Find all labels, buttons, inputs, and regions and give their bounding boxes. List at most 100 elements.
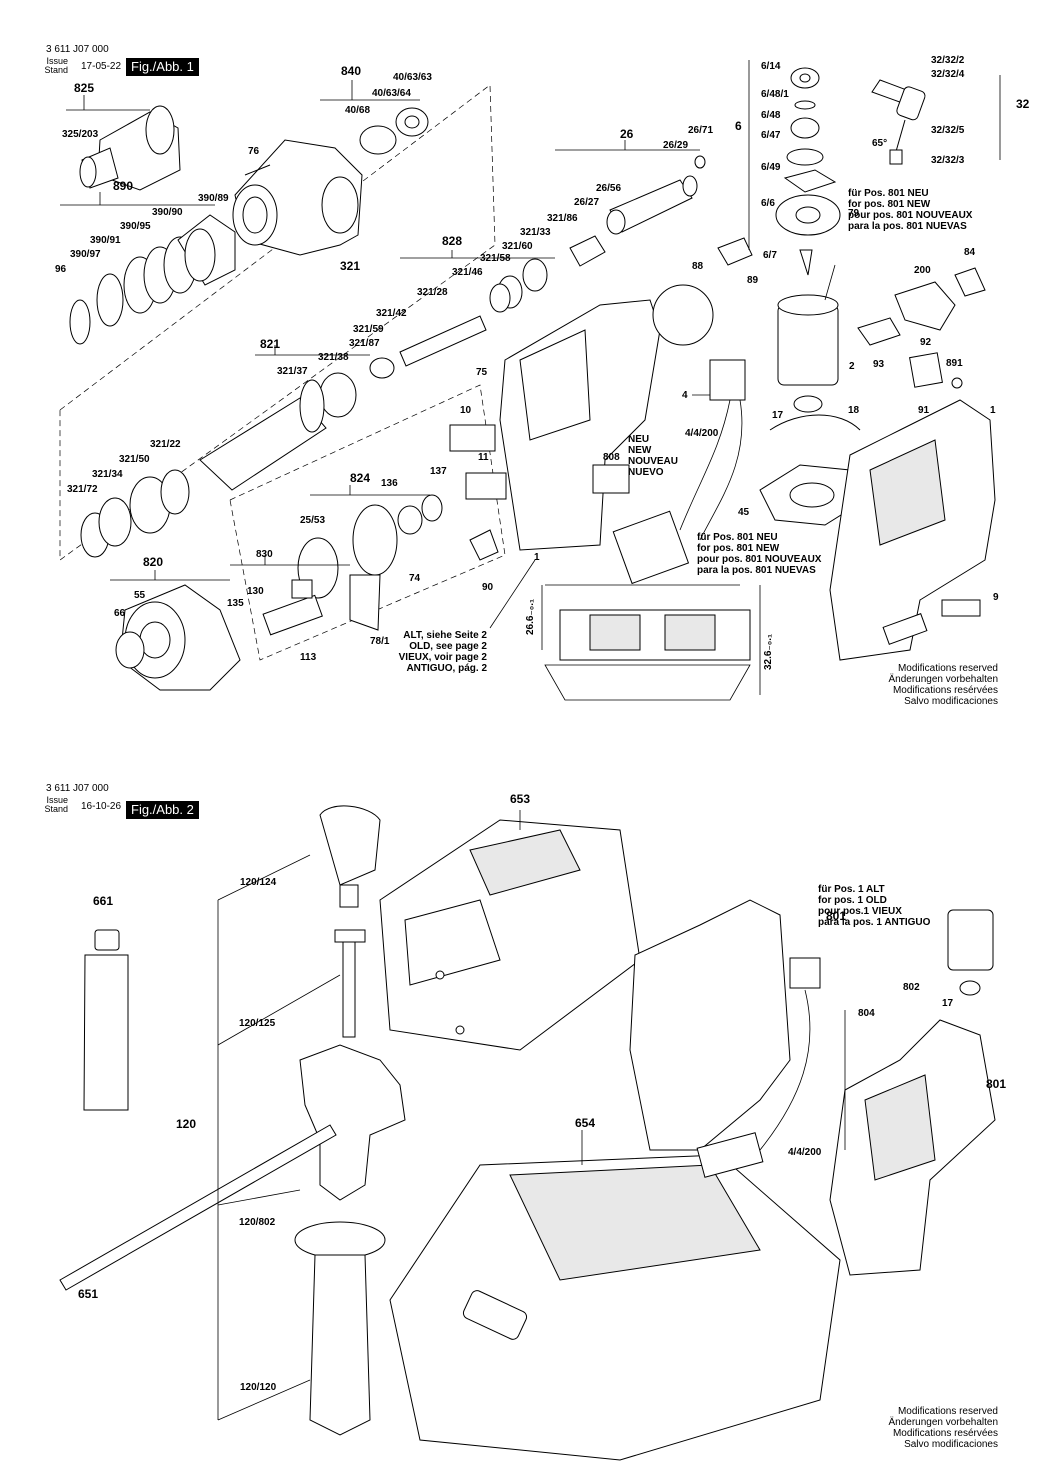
note-line: NEW	[628, 445, 652, 456]
part-number-label: 390/89	[198, 193, 229, 204]
piston-26	[606, 155, 706, 235]
part-number-label: 321/87	[349, 338, 380, 349]
part-number-label: 1	[534, 552, 540, 563]
screw-76	[244, 164, 271, 176]
note-line: für Pos. 801 NEU	[697, 532, 778, 543]
part-number-label: 6/7	[763, 250, 777, 261]
leader-lines-page1	[60, 60, 1001, 629]
part-number-label: 6/49	[761, 162, 781, 173]
part-number-label: 891	[946, 358, 963, 369]
gear-housing-840	[232, 107, 429, 256]
slider-84	[954, 267, 986, 297]
part-number-label: 321/60	[502, 241, 533, 252]
note-line: pour pos. 801 NOUVEAUX	[697, 554, 822, 565]
note-line: para la pos. 801 NUEVAS	[848, 221, 967, 232]
part-number-label: 120/124	[240, 877, 277, 888]
note-line: for pos. 801 NEW	[848, 199, 931, 210]
part-number-label: 135	[227, 598, 244, 609]
part-number-label: 55	[134, 590, 146, 601]
part-number-label: 321/33	[520, 227, 551, 238]
part-number-label: 6/47	[761, 130, 781, 141]
part-number-label: 321/86	[547, 213, 578, 224]
part-number-label: 9	[993, 592, 999, 603]
part-number-label: 321/28	[417, 287, 448, 298]
part-number-label: 321/50	[119, 454, 150, 465]
chuck-825	[79, 105, 181, 191]
part-number-label: 10	[460, 405, 472, 416]
part-number-label: 17	[772, 410, 784, 421]
part-number-label: 130	[247, 586, 264, 597]
part-number-label: 390/95	[120, 221, 151, 232]
part-number-label: 4/4/200	[788, 1147, 822, 1158]
part-number-label: 821	[260, 337, 280, 351]
note-line: NUEVO	[628, 467, 664, 478]
mod-line: Modifications resérvées	[892, 685, 998, 696]
part-number-label: 6/14	[761, 61, 781, 72]
leader-lines-page2	[217, 810, 846, 1421]
striker-321	[369, 235, 606, 379]
figure-label-1: Fig./Abb. 1	[126, 58, 199, 76]
note-new-bottom: für Pos. 801 NEU for pos. 801 NEW pour p…	[697, 532, 821, 576]
mod-line: Modifications reserved	[897, 663, 998, 674]
screw-891	[951, 377, 963, 389]
part-number-label: 321/38	[318, 352, 349, 363]
label-10	[449, 424, 496, 452]
wiring-804	[696, 957, 821, 1178]
part-number-label: 79	[848, 208, 860, 219]
spring-set-321-22	[80, 469, 190, 558]
part-number-label: 32/32/2	[931, 55, 965, 66]
issue-stand-label-2: Issue Stand	[40, 796, 68, 814]
part-number-label: 26/56	[596, 183, 621, 194]
wiring-4	[612, 359, 746, 585]
part-number-label: 321/46	[452, 267, 483, 278]
part-number-label: 4/4/200	[685, 428, 719, 439]
part-number-label: 26/71	[688, 125, 713, 136]
part-number-label: 801	[826, 909, 846, 923]
doc-number-2: 3 611 J07 000	[46, 783, 109, 794]
note-line: for pos. 801 NEW	[697, 543, 780, 554]
angle-label: 65°	[872, 138, 887, 149]
part-number-label: 1	[990, 405, 996, 416]
part-number-label: 825	[74, 81, 94, 95]
part-number-label: 6/48	[761, 110, 781, 121]
part-number-label: 802	[903, 982, 920, 993]
modifications-note-2: Modifications reserved Änderungen vorbeh…	[870, 1406, 998, 1450]
part-number-label: 321	[340, 259, 360, 273]
label-9	[941, 599, 981, 617]
part-number-label: 6/48/1	[761, 89, 789, 100]
part-number-label: 321/72	[67, 484, 98, 495]
detail-magnifier	[652, 284, 714, 346]
part-number-label: 653	[510, 792, 530, 806]
assembly-envelope	[229, 384, 506, 661]
motor-2	[777, 294, 839, 413]
part-number-label: 17	[942, 998, 954, 1009]
cap-90	[469, 529, 499, 561]
part-number-label: 74	[409, 573, 421, 584]
part-number-label: 820	[143, 555, 163, 569]
charger-654	[389, 1154, 841, 1461]
note-line: pour pos. 801 NOUVEAUX	[848, 210, 973, 221]
part-number-label: 89	[747, 275, 759, 286]
part-number-label: 76	[248, 146, 260, 157]
part-number-label: 890	[113, 179, 133, 193]
part-number-label: 120	[176, 1117, 196, 1131]
part-number-label: 321/22	[150, 439, 181, 450]
selector-200	[894, 281, 956, 331]
part-number-label: 40/68	[345, 105, 370, 116]
part-number-label: 801	[986, 1077, 1006, 1091]
part-number-label: 40/63/63	[393, 72, 432, 83]
housing-1	[829, 399, 996, 661]
part-number-label: 654	[575, 1116, 595, 1130]
note-line: für Pos. 1 ALT	[818, 884, 885, 895]
issue-label: Issue	[46, 56, 68, 66]
fan-bearing-stack-6	[775, 67, 841, 276]
note-line: für Pos. 801 NEU	[848, 188, 929, 199]
part-number-label: 390/91	[90, 235, 121, 246]
part-number-label: 321/34	[92, 469, 123, 480]
part-number-label: 321/59	[353, 324, 384, 335]
note-line: VIEUX, voir page 2	[398, 652, 487, 663]
part-number-label: 66	[114, 608, 126, 619]
clip-88	[717, 237, 753, 266]
note-line: NEU	[628, 434, 650, 445]
switch-32	[871, 79, 926, 165]
